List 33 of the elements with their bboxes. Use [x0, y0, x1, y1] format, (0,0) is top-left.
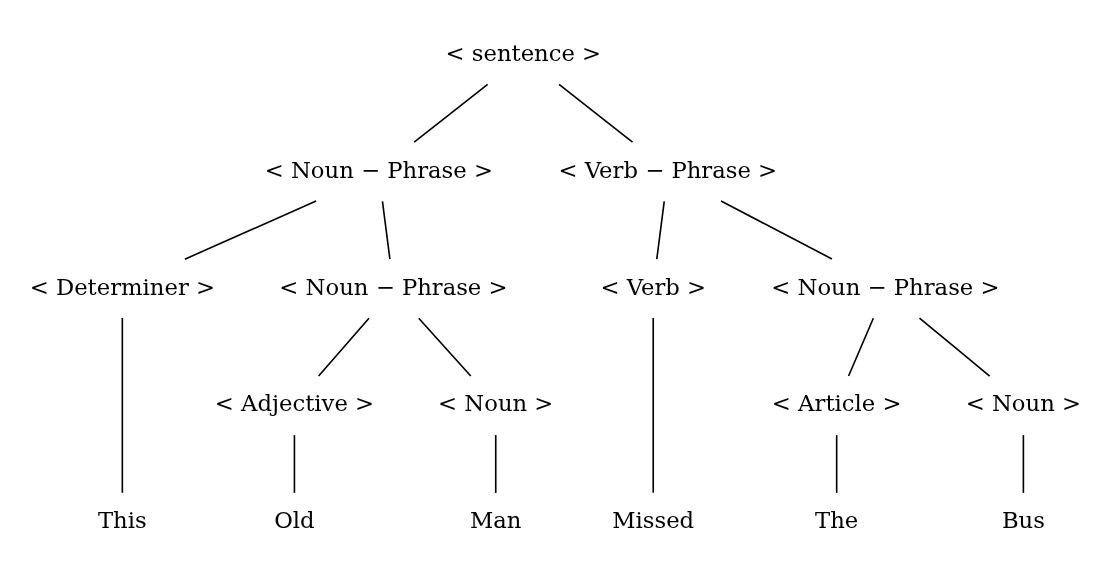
connector	[121, 316, 124, 494]
connector	[381, 200, 391, 260]
connector	[835, 433, 838, 494]
node-text: Bus	[1001, 506, 1045, 533]
connector	[558, 83, 634, 143]
node-text: Missed	[612, 506, 695, 533]
node-text: < Adjective >	[214, 389, 375, 416]
node-text: The	[815, 506, 859, 533]
node-text: < Noun >	[438, 389, 554, 416]
connector	[317, 316, 370, 377]
node-text: < Noun >	[965, 389, 1082, 416]
node-text: < Noun − Phrase >	[279, 273, 508, 300]
node-text: < Article >	[771, 389, 902, 416]
node-text: < Verb >	[600, 273, 707, 300]
connector	[1022, 433, 1025, 494]
connector	[720, 199, 833, 260]
connector	[918, 316, 991, 377]
node-text: < sentence >	[445, 39, 602, 66]
connector	[847, 316, 875, 377]
connector	[293, 433, 296, 494]
node-text: < Noun − Phrase >	[771, 273, 1000, 300]
node-text: < Determiner >	[29, 273, 216, 300]
node-text: < Noun − Phrase >	[264, 156, 493, 183]
connector	[494, 433, 497, 494]
node-text: This	[97, 506, 147, 533]
node-text: Man	[470, 506, 522, 533]
node-text: Old	[274, 506, 315, 533]
connector	[656, 200, 666, 260]
connector	[652, 316, 655, 494]
connector	[184, 199, 317, 260]
connector	[413, 83, 489, 143]
connector	[417, 316, 472, 377]
node-text: < Verb − Phrase >	[558, 156, 778, 183]
